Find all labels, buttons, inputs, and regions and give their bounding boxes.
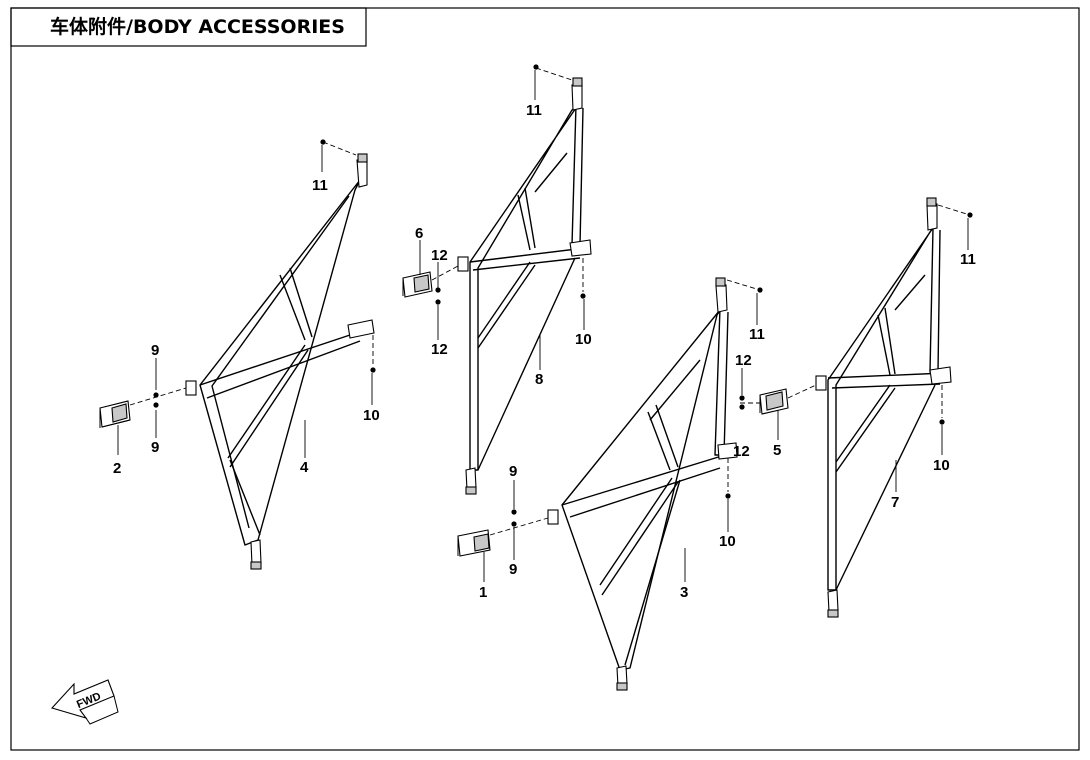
callout-10: 10 [575, 331, 592, 348]
callout-leaders [117, 70, 969, 582]
callout-7: 7 [891, 494, 899, 511]
callout-6: 6 [415, 225, 423, 242]
part-4-side-net-frame [185, 153, 375, 570]
callout-1: 1 [479, 584, 487, 601]
callout-4: 4 [300, 459, 309, 476]
callout-9: 9 [151, 439, 159, 456]
callout-11: 11 [312, 177, 328, 194]
title-block: 车体附件/BODY ACCESSORIES [10, 7, 367, 47]
page-title: 车体附件/BODY ACCESSORIES [50, 15, 345, 38]
callout-12: 12 [431, 341, 448, 358]
callout-3: 3 [680, 584, 688, 601]
callout-12: 12 [733, 443, 750, 460]
callout-10: 10 [933, 457, 950, 474]
part-1-bracket [457, 529, 491, 557]
fwd-direction-arrow: FWD [50, 679, 119, 725]
callout-9: 9 [509, 561, 517, 578]
callout-5: 5 [773, 442, 781, 459]
callout-10: 10 [363, 407, 380, 424]
title-box [10, 7, 367, 47]
part-3-side-net-frame [547, 277, 738, 691]
callout-11: 11 [526, 102, 542, 119]
part-2-bracket [99, 400, 131, 428]
part-7-side-net-frame [815, 197, 952, 618]
callout-9: 9 [151, 342, 159, 359]
callout-labels: 2 4 9 9 11 10 6 12 12 11 8 10 1 9 9 3 11… [113, 102, 976, 601]
callout-11: 11 [749, 326, 765, 343]
callout-10: 10 [719, 533, 736, 550]
callout-12: 12 [431, 247, 448, 264]
callout-12: 12 [735, 352, 752, 369]
callout-9: 9 [509, 463, 517, 480]
part-5-bracket [759, 388, 789, 415]
part-8-side-net-frame [457, 77, 592, 495]
drawing-border [10, 7, 1080, 751]
callout-2: 2 [113, 460, 121, 477]
callout-11: 11 [960, 251, 976, 268]
callout-8: 8 [535, 371, 543, 388]
part-6-bracket [402, 271, 433, 298]
